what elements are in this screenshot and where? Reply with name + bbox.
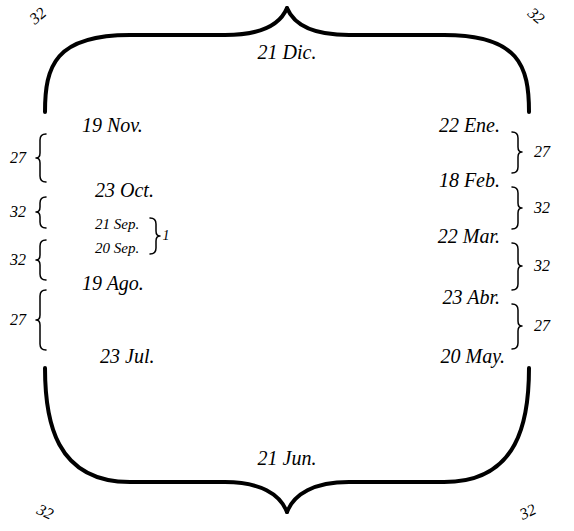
date-label: 18 Feb.	[439, 170, 500, 190]
top-left-bracket	[45, 8, 287, 112]
date-label: 20 Sep.	[95, 241, 139, 256]
date-label: 20 May.	[441, 346, 505, 366]
sep-brace	[150, 218, 160, 254]
interval-number: 27	[10, 312, 26, 328]
left-brace	[36, 197, 46, 228]
interval-number: 32	[10, 252, 26, 268]
date-label: 23 Abr.	[443, 287, 500, 307]
bottom-right-bracket	[287, 368, 529, 512]
top-right-bracket	[287, 8, 529, 112]
right-brace	[512, 187, 522, 229]
interval-number: 27	[10, 150, 26, 166]
date-label: 22 Mar.	[438, 226, 500, 246]
interval-number: 27	[534, 318, 550, 334]
bottom-left-bracket	[45, 368, 287, 512]
interval-number: 32	[27, 5, 50, 28]
interval-number: 32	[525, 5, 548, 28]
date-label: 23 Oct.	[95, 180, 154, 200]
left-brace	[36, 134, 46, 182]
interval-number: 32	[534, 200, 550, 216]
date-label: 21 Dic.	[258, 42, 317, 62]
left-brace	[36, 240, 46, 280]
date-label: 22 Ene.	[439, 115, 500, 135]
right-brace	[512, 304, 522, 349]
date-label: 21 Jun.	[258, 448, 317, 468]
left-brace	[36, 290, 46, 350]
interval-number: 32	[10, 204, 26, 220]
date-label: 19 Ago.	[82, 273, 144, 293]
interval-number: 32	[34, 501, 55, 522]
date-label: 23 Jul.	[100, 346, 154, 366]
interval-number: 1	[163, 229, 170, 243]
interval-number: 32	[517, 501, 538, 522]
right-brace	[512, 132, 522, 173]
interval-number: 27	[534, 144, 550, 160]
date-label: 19 Nov.	[82, 115, 143, 135]
right-brace	[512, 243, 522, 290]
interval-number: 32	[534, 258, 550, 274]
date-label: 21 Sep.	[95, 217, 139, 232]
